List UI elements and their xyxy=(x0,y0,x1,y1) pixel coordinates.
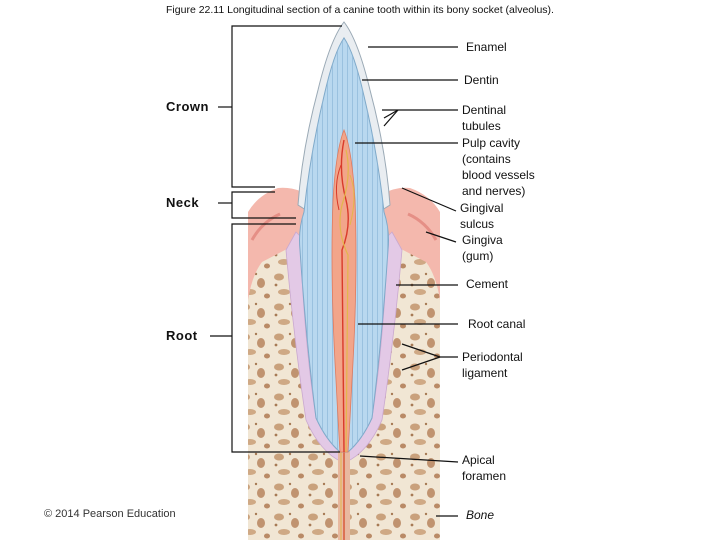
copyright-notice: © 2014 Pearson Education xyxy=(44,508,176,520)
leader-lines xyxy=(355,46,459,517)
label-pulp-cavity: Pulp cavity (contains blood vessels and … xyxy=(462,136,535,198)
label-root-canal: Root canal xyxy=(468,317,526,331)
root-label: Root xyxy=(166,328,198,343)
neck-label: Neck xyxy=(166,195,200,210)
label-enamel: Enamel xyxy=(466,40,507,54)
label-periodontal-ligament: Periodontal ligament xyxy=(462,350,523,380)
label-bone: Bone xyxy=(466,508,495,522)
pulp-cavity xyxy=(331,128,357,453)
label-gingival-sulcus: Gingival sulcus xyxy=(460,201,504,231)
region-brackets xyxy=(210,25,342,453)
label-cement: Cement xyxy=(466,277,509,291)
label-dentin: Dentin xyxy=(464,73,499,87)
figure-title: Figure 22.11 Longitudinal section of a c… xyxy=(166,4,554,16)
crown-label: Crown xyxy=(166,99,209,114)
label-apical-foramen: Apical foramen xyxy=(462,453,507,483)
label-gingiva: Gingiva (gum) xyxy=(462,233,503,263)
label-dentinal-tubules: Dentinal tubules xyxy=(462,103,507,133)
